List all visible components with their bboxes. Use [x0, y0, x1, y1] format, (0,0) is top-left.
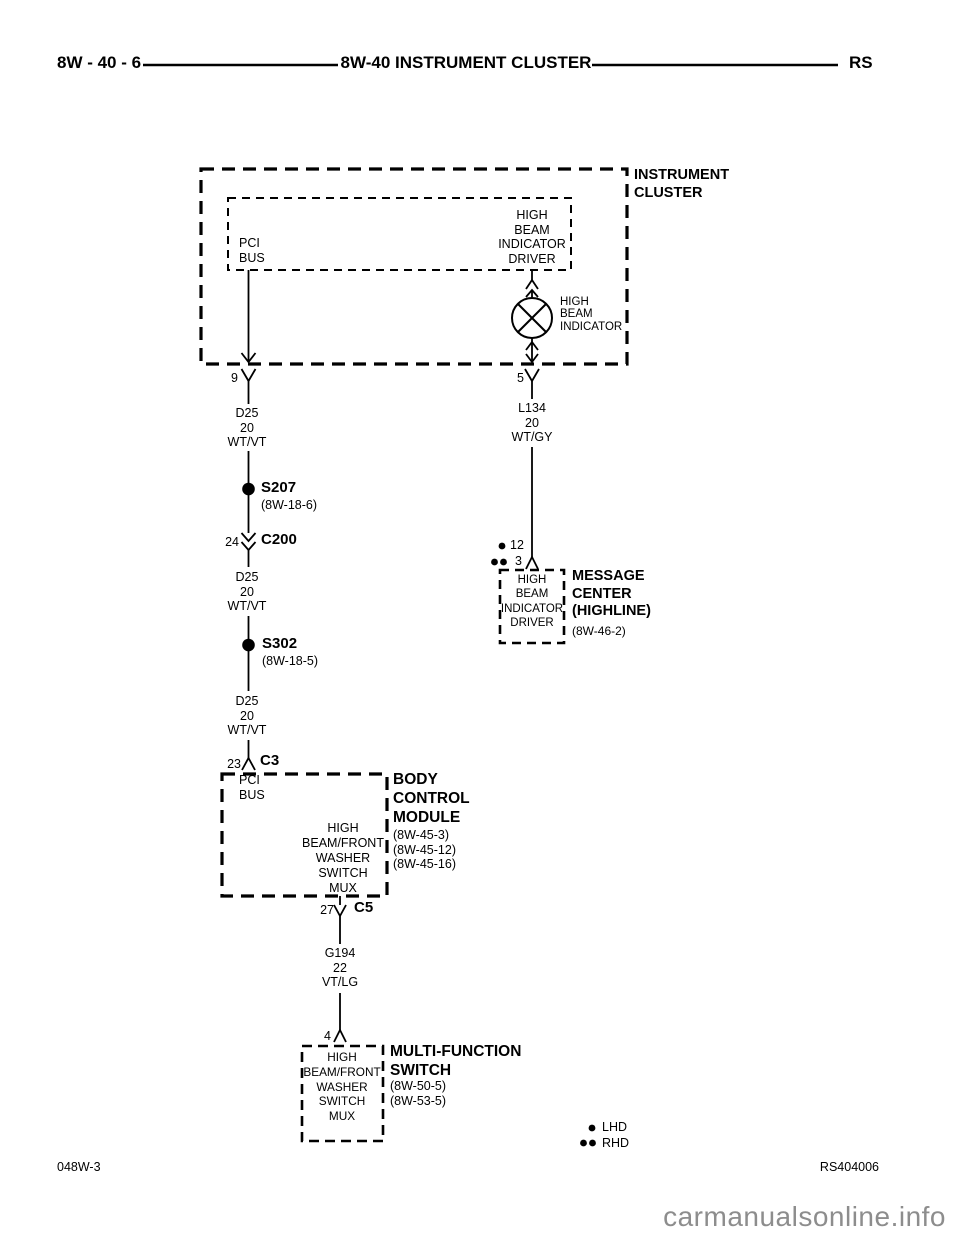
- c5-connector-icon: [333, 904, 347, 917]
- splice-icon-s207: [242, 482, 255, 496]
- wire-label-l134: L134 20 WT/GY: [511, 401, 553, 444]
- wire-label-g194: G194 22 VT/LG: [321, 946, 359, 989]
- pin-number-5: 5: [517, 371, 524, 385]
- instrument-cluster-pci-bus-label: PCI BUS: [239, 236, 265, 265]
- mfs-label: MULTI-FUNCTION SWITCH: [390, 1043, 522, 1079]
- mfs-mux-label: HIGH BEAM/FRONT WASHER SWITCH MUX: [303, 1050, 381, 1124]
- legend-lhd-dot-icon: [588, 1124, 596, 1132]
- rhd-dot-icon: [491, 558, 498, 566]
- splice-s207-label: S207: [261, 479, 297, 496]
- rhd-dot-icon: [500, 558, 507, 566]
- footer-doc-code: 048W-3: [57, 1160, 101, 1174]
- pin9-fork-icon: [240, 368, 257, 382]
- header-platform-code: RS: [849, 53, 873, 72]
- wire-label-d25-2: D25 20 WT/VT: [227, 570, 267, 613]
- switch-circuit-wires: [333, 896, 347, 1043]
- mfs-pin-4: 4: [324, 1029, 331, 1043]
- footer-ref-code: RS404006: [819, 1160, 879, 1174]
- connector-c5-pin: 27: [320, 903, 334, 917]
- header-title: 8W-40 INSTRUMENT CLUSTER: [340, 53, 592, 72]
- lamp-fork-icon: [525, 279, 539, 290]
- connector-c3-pin: 23: [227, 757, 241, 771]
- legend-lhd-label: LHD: [602, 1120, 628, 1134]
- connector-c200-pin: 24: [225, 535, 239, 549]
- mc-pin-12-lhd: 12: [510, 538, 524, 552]
- header-page-code: 8W - 40 - 6: [57, 53, 142, 72]
- pin5-fork-icon: [525, 341, 539, 351]
- body-control-module-box: [220, 772, 389, 898]
- message-center-box: [498, 568, 566, 645]
- bcm-pci-bus-label: PCI BUS: [239, 773, 265, 802]
- c3-connector-icon: [241, 756, 256, 771]
- mc-driver-label: HIGH BEAM INDICATOR DRIVER: [500, 574, 564, 629]
- pin5-fork-below-icon: [524, 368, 540, 382]
- wire-label-d25-3: D25 20 WT/VT: [227, 694, 267, 737]
- bcm-label: BODY CONTROL MODULE: [393, 771, 470, 826]
- legend-rhd-dot-icon: [580, 1139, 587, 1147]
- mfs-refs: (8W-50-5) (8W-53-5): [390, 1079, 447, 1108]
- connector-c3-label: C3: [260, 752, 280, 769]
- high-beam-indicator-lamp-label: HIGH BEAM INDICATOR: [560, 296, 623, 333]
- watermark: carmanualsonline.info: [663, 1201, 946, 1232]
- message-center-pin-icon: [525, 554, 539, 570]
- bcm-mux-label: HIGH BEAM/FRONT WASHER SWITCH MUX: [302, 821, 384, 895]
- high-beam-indicator-lamp-icon: [511, 297, 553, 339]
- splice-s302-ref: (8W-18-5): [262, 654, 319, 668]
- instrument-cluster-box: [199, 167, 629, 366]
- connector-c5-label: C5: [354, 899, 374, 916]
- high-beam-indicator-driver-label: HIGH BEAM INDICATOR DRIVER: [498, 208, 566, 266]
- splice-icon-s302: [242, 638, 255, 652]
- left-circuit-wires: [240, 270, 257, 771]
- c200-connector-icon: [240, 532, 257, 552]
- mc-label: MESSAGE CENTER (HIGHLINE): [572, 568, 651, 619]
- pin-number-9: 9: [231, 371, 238, 385]
- instrument-cluster-inner-box: [227, 197, 572, 271]
- connector-c200-label: C200: [261, 531, 297, 548]
- pin5-arrow-icon: [525, 353, 539, 364]
- legend-rhd-dot-icon: [589, 1139, 596, 1147]
- lhd-dot-icon: [498, 542, 506, 550]
- instrument-cluster-label: INSTRUMENT CLUSTER: [634, 167, 730, 201]
- splice-s302-label: S302: [262, 635, 298, 652]
- mc-ref: (8W-46-2): [572, 624, 626, 638]
- multi-function-switch-box: [300, 1044, 385, 1143]
- pin9-arrow-icon: [240, 352, 257, 364]
- bcm-refs: (8W-45-3) (8W-45-12) (8W-45-16): [393, 828, 456, 872]
- mfs-pin4-icon: [333, 1027, 347, 1043]
- right-circuit-wires: [511, 270, 553, 570]
- wire-label-d25-1: D25 20 WT/VT: [227, 406, 267, 449]
- splice-s207-ref: (8W-18-6): [261, 498, 318, 512]
- mc-pin-3-rhd: 3: [515, 554, 522, 568]
- legend-rhd-label: RHD: [602, 1136, 630, 1150]
